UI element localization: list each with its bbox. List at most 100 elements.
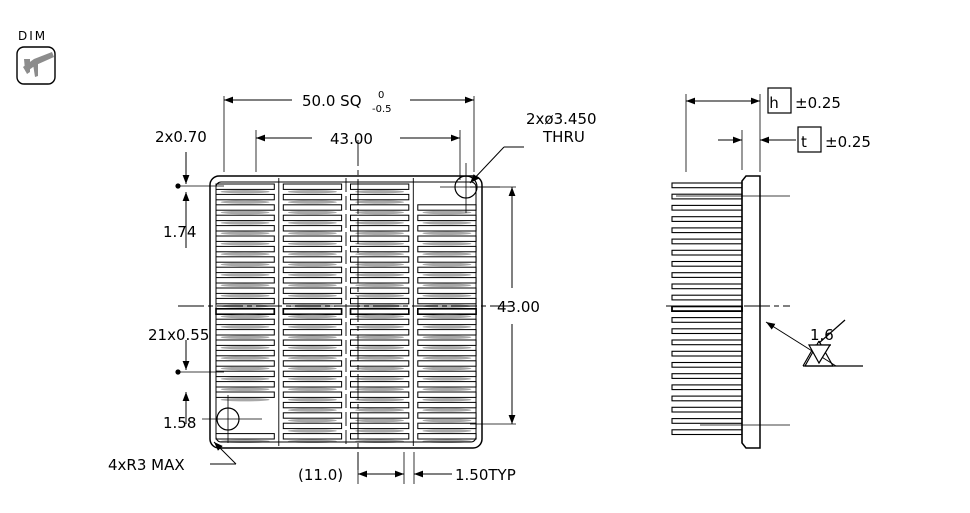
fin-shadow [287,210,337,215]
fin-slot [417,391,477,398]
fin-slot [282,433,343,440]
fin-shadow [220,252,270,256]
fin-shadow [355,262,405,267]
fin-slot [417,401,477,409]
fin-shadow [355,398,405,402]
dim-side-height-tol: ±0.25 [795,94,841,112]
fin-shadow [220,366,270,371]
dim-tool[interactable]: DIM [14,26,66,88]
dim-bottom-ref-value: (11.0) [298,466,343,484]
fin-slot [282,349,343,357]
fin-shadow [355,294,405,298]
fin-slot [282,391,343,398]
fin-slot [417,245,477,253]
fin-slot [215,307,276,315]
fin-shadow [355,366,405,371]
fin-shadow [287,429,337,433]
fin-shadow [355,387,405,391]
side-view-fin [671,406,743,413]
dim-h-frame [767,87,792,114]
fin-slot [350,391,410,398]
fin-shadow [287,200,337,204]
side-view-fin [671,216,743,222]
fin-slot [350,422,410,430]
fin-shadow [287,190,337,194]
fin-shadow [355,190,405,194]
fin-shadow [287,314,337,319]
dim-fin-pitch-count [175,340,224,375]
fin-slot [349,307,410,315]
fin-shadow [220,356,270,360]
fin-shadow [220,262,270,267]
fin-shadow [287,346,337,350]
fin-slot [282,307,343,315]
dim-side-height-symbol: h [769,94,779,112]
side-view-fin [671,350,743,357]
fin-shadow [220,387,270,391]
dim-bottom-typ-value: 1.50TYP [455,466,516,484]
dim-t-frame [797,126,822,153]
fin-shadow [355,335,405,339]
dim-height-inner [470,186,516,425]
fin-shadow [355,429,405,433]
fin-slot [417,297,477,305]
fin-slot [215,433,275,440]
fin-shadow [220,294,270,298]
fin-shadow [422,335,472,339]
fin-shadow [355,314,405,319]
dim-overall-square-tol-lower: -0.5 [372,104,392,115]
side-view-fin [671,227,743,234]
surface-finish-symbol [765,319,863,367]
dim-fin-top-pitch [175,152,224,189]
fin-shadow [422,398,472,402]
dim-overall-square-tol-upper: 0 [378,90,384,101]
fin-shadow [422,273,472,277]
fin-shadow [220,325,270,329]
fin-slot [350,401,410,409]
fin-slot [417,422,477,430]
fin-slot [417,256,477,263]
dim-height-inner-value: 43.00 [497,298,540,316]
fin-slot [350,287,410,294]
fin-shadow [355,346,405,350]
fin-slot [417,329,477,336]
fin-slot [350,277,410,284]
fin-slot [282,381,343,388]
fin-shadow [220,242,270,246]
fin-shadow [287,408,337,412]
fin-shadow [422,418,472,423]
fin-slot [215,360,275,367]
fin-shadow [422,242,472,246]
fin-shadow [287,366,337,371]
fin-slot [416,307,477,315]
fin-slot [282,266,343,274]
fin-slot [215,297,275,305]
fin-slot [215,235,275,242]
fin-shadow [287,335,337,339]
fin-shadow [355,273,405,277]
fin-slot [215,329,275,336]
fin-shadow [220,377,270,381]
dim-base-thickness-tol: ±0.25 [825,133,871,151]
fin-slot [282,287,343,294]
fin-slot [350,433,410,440]
hole-callout-line1: 2xø3.450 [526,110,597,128]
side-view-fin [671,361,743,368]
fin-shadow [287,283,337,287]
fin-shadow [287,273,337,277]
fin-slot [282,214,343,222]
fin-slot [215,391,275,398]
dim-overall-square-value: 50.0 SQ [302,92,362,110]
dim-base-thickness [718,126,822,170]
fin-slot [282,193,343,201]
dim-tool-label: DIM [18,29,47,43]
fin-slot [282,225,343,232]
side-view-fin [671,249,743,256]
fin-slot [417,225,477,232]
leader-line [213,441,237,465]
side-view-fin [671,317,743,323]
fin-shadow [422,221,472,225]
fin-shadow [220,346,270,350]
fin-shadow [287,325,337,329]
